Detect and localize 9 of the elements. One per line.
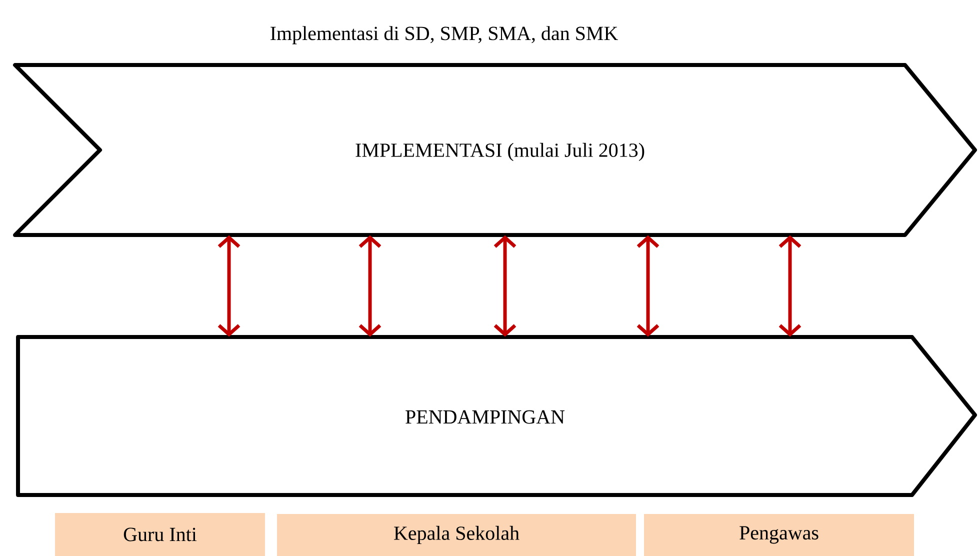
role-box: Pengawas [644, 514, 914, 556]
double-arrow [636, 235, 660, 337]
role-box: Guru Inti [55, 513, 265, 556]
double-arrow [778, 235, 802, 337]
double-arrow [218, 235, 240, 337]
title: Implementasi di SD, SMP, SMA, dan SMK [270, 26, 618, 44]
double-arrow [494, 235, 516, 337]
double-arrow [358, 235, 382, 337]
role-box: Kepala Sekolah [277, 514, 636, 556]
